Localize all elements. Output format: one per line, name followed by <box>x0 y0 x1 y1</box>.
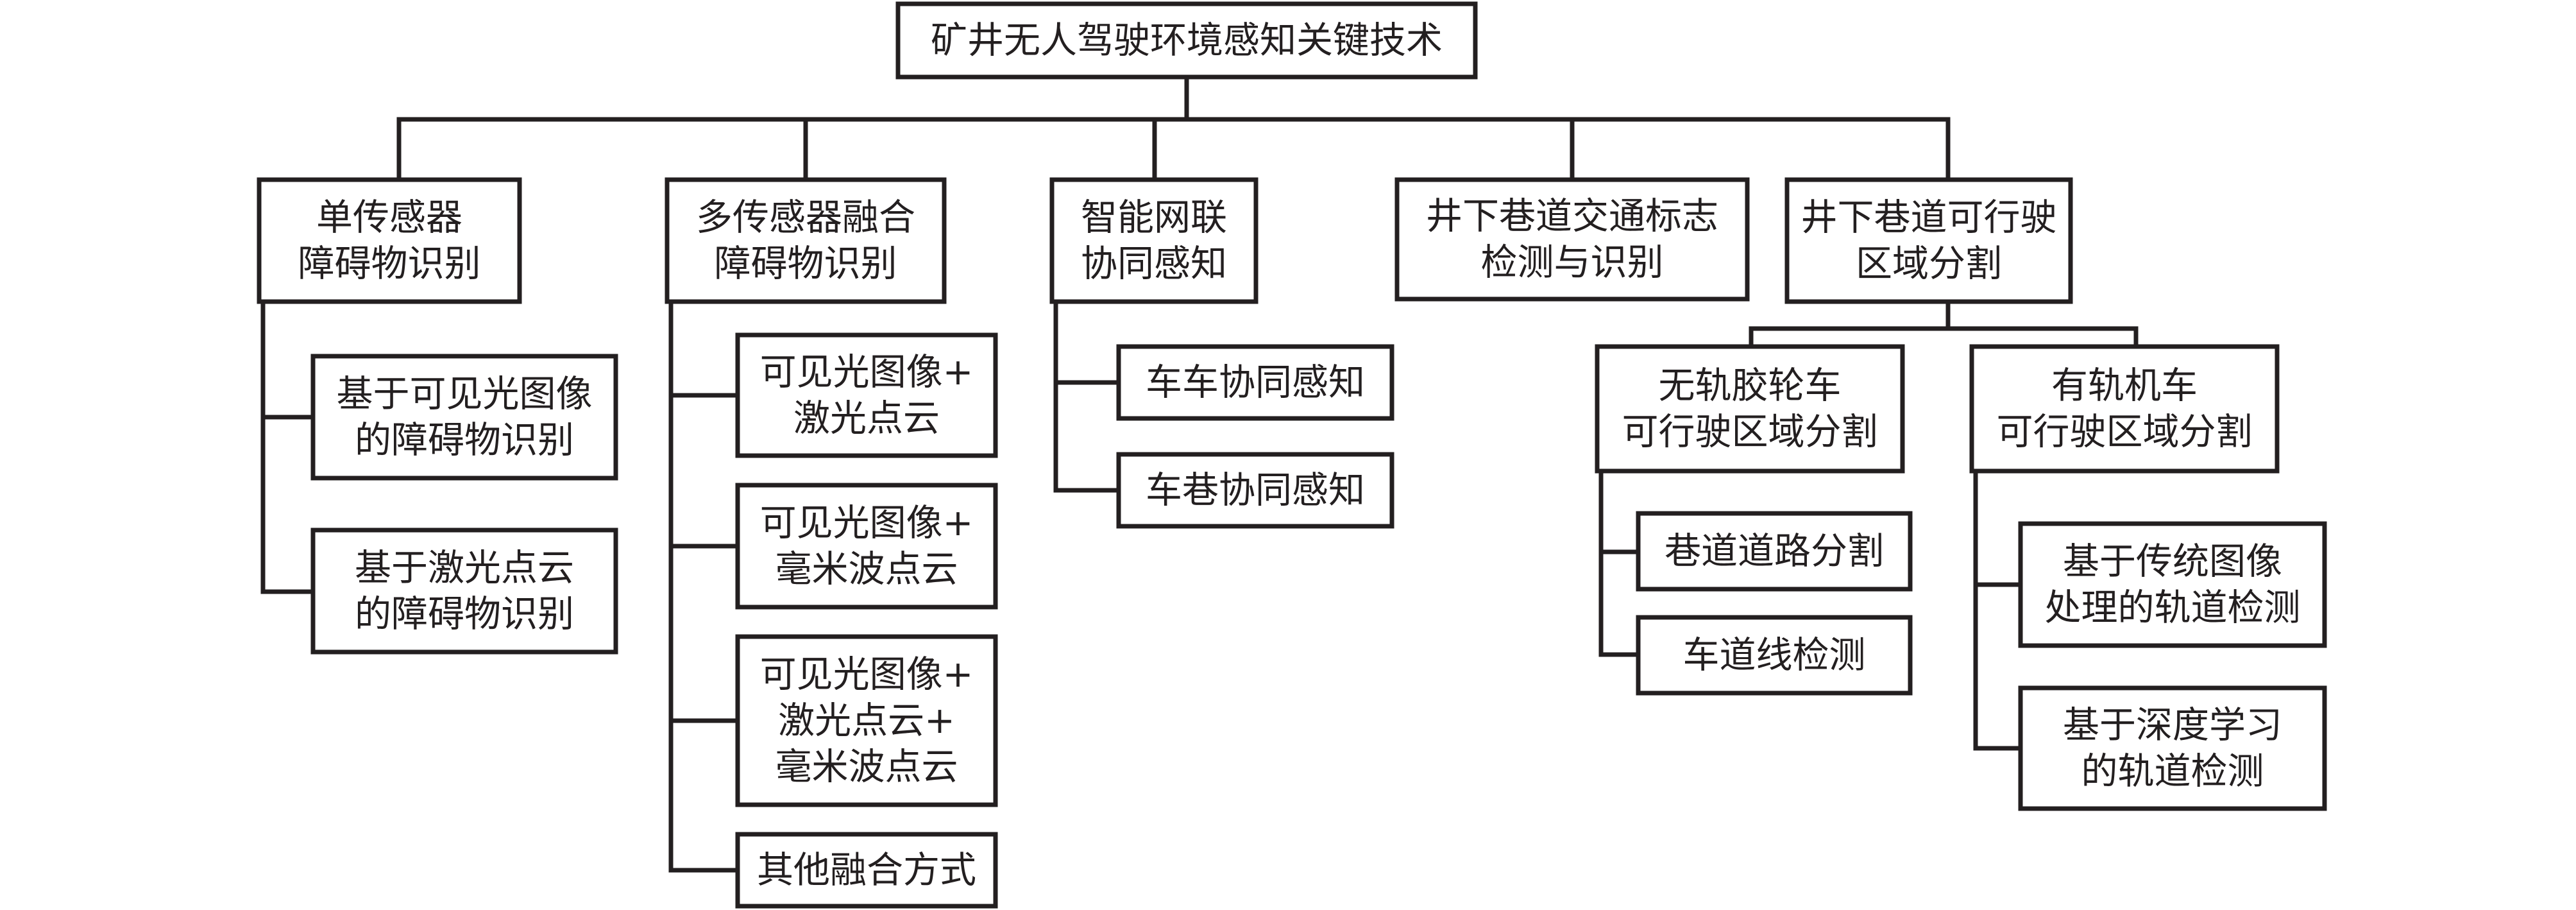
node-box <box>1116 344 1394 421</box>
item-deep-learning-track-detection: 基于深度学习 的轨道检测 <box>2018 685 2327 811</box>
subgroup-trackless-vehicle: 无轨胶轮车 可行驶区域分割 <box>1595 344 1905 474</box>
node-box <box>310 528 618 655</box>
node-box <box>665 177 947 304</box>
item-line: 基于传统图像 <box>2063 540 2282 583</box>
item-lane-detection: 车道线检测 <box>1636 615 1913 696</box>
item-lidar-obstacle: 基于激光点云 的障碍物识别 <box>310 528 618 655</box>
item-line: 巷道道路分割 <box>1665 530 1884 572</box>
subgroup-line: 可行驶区域分割 <box>1997 411 2253 453</box>
node-box <box>2018 685 2327 811</box>
node-box <box>735 483 998 610</box>
node-box <box>1636 615 1913 696</box>
node-box <box>1636 511 1913 592</box>
item-traditional-track-detection: 基于传统图像 处理的轨道检测 <box>2018 521 2327 648</box>
root-label: 矿井无人驾驶环境感知关键技术 <box>931 19 1443 62</box>
node-box <box>1049 177 1258 304</box>
item-line: 基于深度学习 <box>2063 704 2282 746</box>
node-box <box>895 1 1478 80</box>
category-line: 井下巷道可行驶 <box>1801 196 2057 239</box>
item-line: 激光点云+ <box>778 700 955 742</box>
node-box <box>1595 344 1905 474</box>
category-connected-cooperative: 智能网联 协同感知 <box>1049 177 1258 304</box>
node-box <box>1969 344 2280 474</box>
item-line: 的轨道检测 <box>2081 750 2264 793</box>
node-box <box>735 332 998 458</box>
item-visible-image-obstacle: 基于可见光图像 的障碍物识别 <box>310 354 618 481</box>
node-box <box>735 634 998 807</box>
subgroup-rail-locomotive: 有轨机车 可行驶区域分割 <box>1969 344 2280 474</box>
item-visible-lidar: 可见光图像+ 激光点云 <box>735 332 998 458</box>
item-line: 毫米波点云 <box>775 746 958 788</box>
item-line: 可见光图像+ <box>760 351 974 393</box>
category-multi-sensor-fusion: 多传感器融合 障碍物识别 <box>665 177 947 304</box>
category-single-sensor: 单传感器 障碍物识别 <box>257 177 522 304</box>
item-line: 可见光图像+ <box>760 653 974 696</box>
category-line: 障碍物识别 <box>715 243 897 285</box>
item-line: 的障碍物识别 <box>355 593 574 635</box>
item-line: 可见光图像+ <box>760 502 974 544</box>
node-box <box>310 354 618 481</box>
root-node: 矿井无人驾驶环境感知关键技术 <box>895 1 1478 80</box>
item-v2v-cooperative: 车车协同感知 <box>1116 344 1394 421</box>
node-box <box>735 832 998 909</box>
item-line: 基于激光点云 <box>355 547 574 589</box>
item-line: 车道线检测 <box>1683 634 1866 676</box>
item-line: 其他融合方式 <box>757 849 976 891</box>
subgroup-line: 有轨机车 <box>2051 365 2198 407</box>
connectors <box>260 74 2139 873</box>
category-drivable-area-segmentation: 井下巷道可行驶 区域分割 <box>1784 177 2073 304</box>
item-v2roadway-cooperative: 车巷协同感知 <box>1116 452 1394 529</box>
item-roadway-segmentation: 巷道道路分割 <box>1636 511 1913 592</box>
category-line: 多传感器融合 <box>696 196 915 239</box>
node-box <box>1116 452 1394 529</box>
category-line: 协同感知 <box>1081 243 1227 285</box>
item-visible-lidar-mmwave: 可见光图像+ 激光点云+ 毫米波点云 <box>735 634 998 807</box>
item-line: 激光点云 <box>793 397 940 440</box>
category-traffic-sign-detection: 井下巷道交通标志 检测与识别 <box>1394 177 1750 302</box>
item-other-fusion: 其他融合方式 <box>735 832 998 909</box>
item-line: 处理的轨道检测 <box>2045 587 2301 629</box>
item-line: 车巷协同感知 <box>1146 469 1365 511</box>
category-line: 检测与识别 <box>1481 241 1664 284</box>
item-line: 车车协同感知 <box>1146 361 1365 404</box>
node-box <box>1784 177 2073 304</box>
category-line: 单传感器 <box>316 196 462 239</box>
category-line: 障碍物识别 <box>298 243 481 285</box>
node-box <box>257 177 522 304</box>
item-line: 的障碍物识别 <box>355 419 574 461</box>
item-line: 基于可见光图像 <box>337 373 593 415</box>
subgroup-line: 可行驶区域分割 <box>1622 411 1878 453</box>
item-line: 毫米波点云 <box>775 548 958 590</box>
category-line: 井下巷道交通标志 <box>1426 195 1718 237</box>
node-box <box>2018 521 2327 648</box>
node-box <box>1394 177 1750 302</box>
item-visible-mmwave: 可见光图像+ 毫米波点云 <box>735 483 998 610</box>
category-line: 区域分割 <box>1856 243 2002 285</box>
category-line: 智能网联 <box>1081 196 1227 239</box>
subgroup-line: 无轨胶轮车 <box>1659 365 1842 407</box>
